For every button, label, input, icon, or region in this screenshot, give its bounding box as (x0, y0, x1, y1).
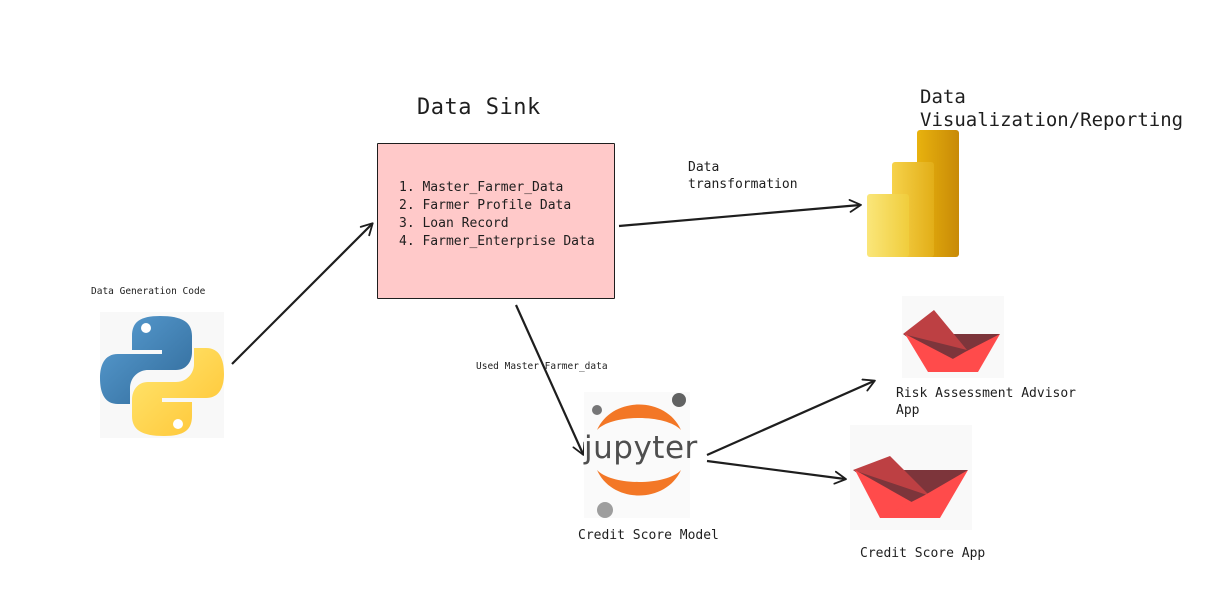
arrow-jupyter-to-credit-app (706, 459, 847, 485)
jupyter-logo-icon (584, 392, 690, 518)
power-bi-logo-icon (867, 130, 959, 257)
credit-app-label: Credit Score App (860, 546, 986, 561)
arrow-python-to-sink (231, 222, 374, 365)
arrow-jupyter-to-risk-app (706, 378, 876, 457)
data-sink-box: 1. Master_Farmer_Data 2. Farmer Profile … (377, 143, 615, 299)
data-sink-title: Data Sink (417, 95, 541, 120)
transformation-label-line1: Data (688, 160, 720, 175)
data-sink-item: 1. Master_Farmer_Data (399, 180, 564, 195)
data-sink-item: 2. Farmer Profile Data (399, 198, 572, 213)
data-generation-label: Data Generation Code (91, 286, 206, 297)
visualization-title: Data Visualization/Reporting (920, 86, 1183, 132)
transformation-label-line2: transformation (688, 177, 798, 192)
credit-score-model-label: Credit Score Model (578, 528, 719, 543)
data-sink-item: 3. Loan Record (399, 216, 509, 231)
visualization-title-line2: Visualization/Reporting (920, 109, 1184, 131)
data-sink-item: 4. Farmer_Enterprise Data (399, 234, 595, 249)
arrow-sink-to-jupyter (514, 304, 586, 456)
risk-app-label-line2: App (896, 403, 920, 418)
visualization-title-line1: Data (920, 86, 966, 108)
jupyter-wordmark: jupyter (584, 430, 698, 466)
used-master-label: Used Master Farmer_data (476, 361, 608, 372)
data-sink-list: 1. Master_Farmer_Data 2. Farmer Profile … (399, 179, 595, 251)
streamlit-logo-icon-credit (850, 425, 972, 530)
streamlit-logo-icon-risk (902, 296, 1004, 378)
transformation-label: Data transformation (688, 159, 798, 193)
risk-app-label-line1: Risk Assessment Advisor (896, 386, 1077, 401)
arrow-sink-to-powerbi (618, 198, 862, 228)
risk-app-label: Risk Assessment Advisor App (896, 385, 1076, 419)
python-logo-icon (100, 312, 224, 438)
